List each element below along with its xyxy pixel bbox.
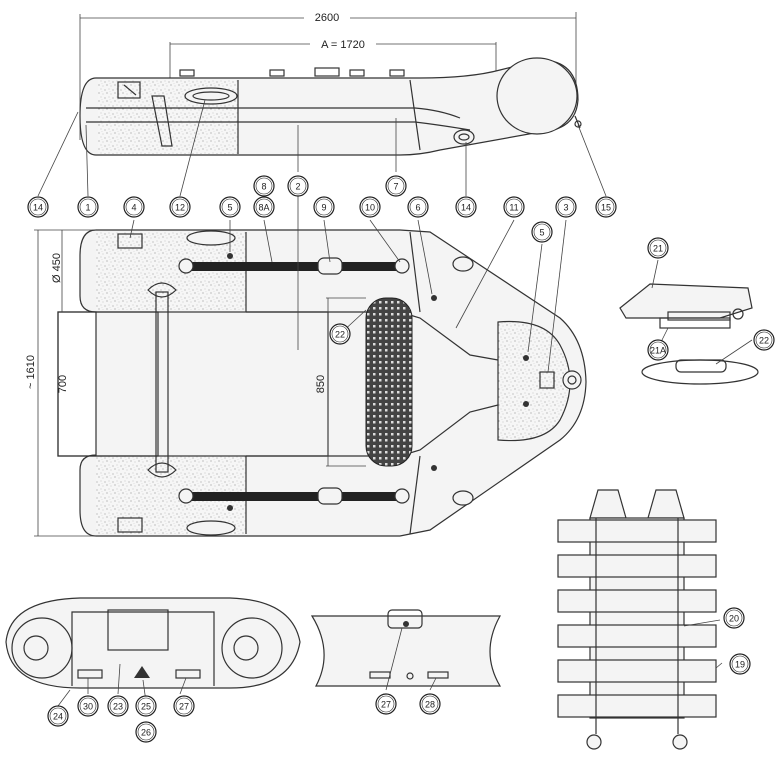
callout-5: 5 (219, 196, 241, 218)
callout-3: 3 (555, 196, 577, 218)
callout-label: 28 (425, 700, 435, 710)
callout-2: 2 (287, 175, 309, 197)
callout-6: 6 (407, 196, 429, 218)
callout-27: 27 (173, 695, 195, 717)
dimension-overall-width: ~ 1610 (25, 229, 96, 537)
callout-28: 28 (419, 693, 441, 715)
callout-label: 20 (729, 614, 739, 624)
callout-21: 21 (647, 237, 669, 259)
callout-label: 5 (539, 228, 544, 238)
callout-label: 30 (83, 702, 93, 712)
callout-label: 8 (261, 182, 266, 192)
callout-label: 14 (461, 203, 471, 213)
callout-label: 22 (335, 330, 345, 340)
callout-label: 19 (735, 660, 745, 670)
side-view: 2600 A = 1720 (37, 10, 607, 197)
bow-cone (496, 57, 578, 135)
logo-port (117, 233, 143, 249)
callout-label: 2 (295, 182, 300, 192)
callout-label: 21A (650, 346, 666, 356)
callout-label: 9 (321, 203, 326, 213)
callout-20: 20 (723, 607, 745, 629)
inflatable-keel-seat (365, 297, 413, 467)
boarding-ladder (557, 489, 723, 750)
callout-26: 26 (135, 721, 157, 743)
callout-12: 12 (169, 196, 191, 218)
accessory-detail (619, 259, 759, 385)
callout-14: 14 (27, 196, 49, 218)
callout-label: 1 (85, 203, 90, 213)
floor-length-label: 850 (315, 375, 327, 393)
callout-label: 11 (509, 203, 518, 213)
callout-7: 7 (385, 175, 407, 197)
callout-label: 23 (113, 702, 123, 712)
tube-diameter-label: Ø 450 (51, 253, 63, 283)
callout-8: 8 (253, 175, 275, 197)
callout-22: 22 (753, 329, 775, 351)
callout-27: 27 (375, 693, 397, 715)
dimension-inner-width: 700 (57, 375, 69, 393)
callout-11: 11 (503, 196, 525, 218)
bow-view (310, 609, 502, 691)
plan-view: ~ 1610 Ø 450 700 850 (25, 196, 587, 537)
callout-label: 22 (759, 336, 769, 346)
callout-8a: 8A (253, 196, 275, 218)
callout-14: 14 (455, 196, 477, 218)
callout-label: 10 (365, 203, 375, 213)
callout-22: 22 (329, 323, 351, 345)
callout-label: 8A (258, 203, 269, 213)
callout-label: 12 (175, 203, 185, 213)
callout-4: 4 (123, 196, 145, 218)
callout-label: 27 (381, 700, 391, 710)
callout-10: 10 (359, 196, 381, 218)
callout-label: 24 (53, 712, 63, 722)
callout-label: 27 (179, 702, 189, 712)
callout-25: 25 (135, 695, 157, 717)
callout-label: 6 (415, 203, 420, 213)
callout-label: 7 (393, 182, 398, 192)
logo-starboard (117, 517, 143, 533)
callout-label: 4 (131, 203, 136, 213)
callout-30: 30 (77, 695, 99, 717)
callout-24: 24 (47, 705, 69, 727)
callout-21a: 21A (647, 339, 669, 361)
port-strap (184, 262, 404, 271)
dimension-a-length: A = 1720 (169, 36, 497, 80)
callout-label: 21 (653, 244, 663, 254)
starboard-strap (184, 492, 404, 501)
overall-length-label: 2600 (315, 12, 339, 24)
inner-width-label: 700 (57, 375, 69, 393)
dimension-overall-length: 2600 (79, 10, 577, 140)
dimension-floor-length: 850 (315, 297, 366, 467)
callout-label: 3 (563, 203, 568, 213)
callout-19: 19 (729, 653, 751, 675)
callout-23: 23 (107, 695, 129, 717)
callout-1: 1 (77, 196, 99, 218)
callout-label: 25 (141, 702, 151, 712)
callout-5: 5 (531, 221, 553, 243)
callout-label: 26 (141, 728, 151, 738)
callout-15: 15 (595, 196, 617, 218)
overall-width-label: ~ 1610 (25, 355, 37, 389)
a-length-label: A = 1720 (321, 39, 365, 51)
dimension-tube-diameter: Ø 450 (51, 230, 63, 312)
callout-9: 9 (313, 196, 335, 218)
callout-label: 14 (33, 203, 43, 213)
callout-label: 5 (227, 203, 232, 213)
callout-label: 15 (601, 203, 611, 213)
rear-view (5, 597, 301, 707)
